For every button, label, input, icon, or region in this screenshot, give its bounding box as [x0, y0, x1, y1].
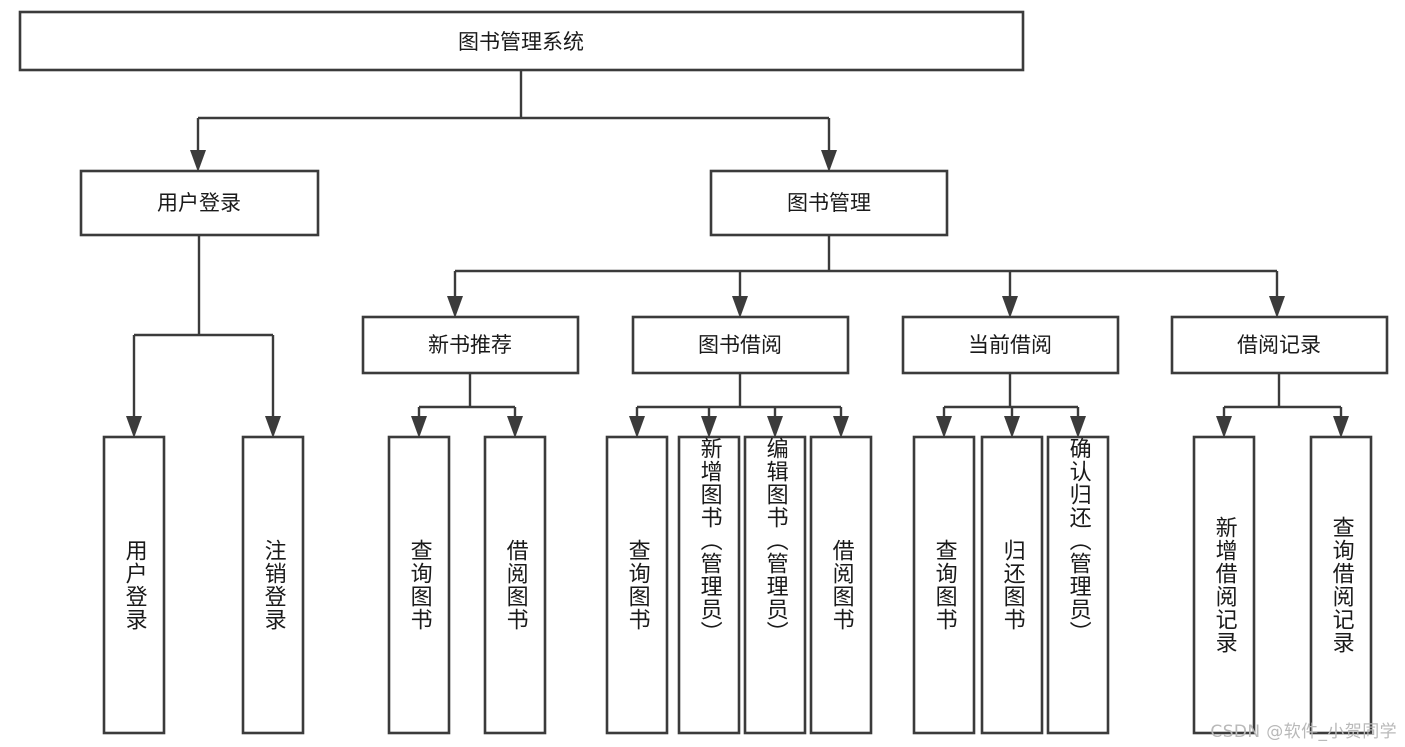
- leaf-new-book-2[interactable]: [483, 435, 547, 735]
- connector-book-borrow-to-leaves: [635, 373, 843, 418]
- node-book-borrow-label: 图书借阅: [698, 333, 782, 357]
- leaf-book-borrow-4[interactable]: [809, 435, 873, 735]
- leaf-borrow-record-2[interactable]: [1309, 435, 1373, 735]
- connector-current-borrow-to-leaves: [942, 373, 1080, 418]
- arrow-current-borrow-leaf-2: [1004, 416, 1020, 438]
- arrow-level2-new-book: [447, 296, 463, 318]
- leaf-current-borrow-1[interactable]: [912, 435, 976, 735]
- arrow-level2-book-borrow: [732, 296, 748, 318]
- node-new-book-label: 新书推荐: [428, 333, 512, 357]
- leaf-book-borrow-3[interactable]: [743, 435, 807, 735]
- leaf-borrow-record-1[interactable]: [1192, 435, 1256, 735]
- connector-book-management-to-level2: [453, 235, 1279, 298]
- connector-user-login-to-leaves: [132, 235, 275, 418]
- arrow-user-login-leaf-1: [126, 416, 142, 438]
- leaf-book-borrow-1[interactable]: [605, 435, 669, 735]
- node-current-borrow-label: 当前借阅: [968, 333, 1052, 357]
- arrow-level2-current-borrow: [1002, 296, 1018, 318]
- node-user-login-label: 用户登录: [157, 191, 241, 215]
- node-user-login[interactable]: [79, 169, 320, 237]
- node-root-label: 图书管理系统: [458, 30, 584, 54]
- arrow-root-to-user-login: [190, 150, 206, 172]
- arrow-current-borrow-leaf-1: [936, 416, 952, 438]
- leaf-new-book-1[interactable]: [387, 435, 451, 735]
- arrow-current-borrow-leaf-3: [1070, 416, 1086, 438]
- leaf-book-borrow-2[interactable]: [677, 435, 741, 735]
- leaf-user-login-1[interactable]: [102, 435, 166, 735]
- arrow-book-borrow-leaf-4: [833, 416, 849, 438]
- node-new-book[interactable]: [361, 315, 580, 375]
- node-current-borrow[interactable]: [901, 315, 1120, 375]
- leaf-current-borrow-3[interactable]: [1046, 435, 1110, 735]
- arrow-book-borrow-leaf-2: [701, 416, 717, 438]
- arrow-new-book-leaf-2: [507, 416, 523, 438]
- node-root[interactable]: [18, 10, 1025, 72]
- arrow-new-book-leaf-1: [411, 416, 427, 438]
- node-borrow-record-label: 借阅记录: [1237, 333, 1321, 357]
- arrow-root-to-book-management: [821, 150, 837, 172]
- arrow-borrow-record-leaf-2: [1333, 416, 1349, 438]
- arrow-book-borrow-leaf-3: [767, 416, 783, 438]
- leaf-current-borrow-2[interactable]: [980, 435, 1044, 735]
- node-book-management-label: 图书管理: [787, 191, 871, 215]
- arrow-borrow-record-leaf-1: [1216, 416, 1232, 438]
- arrow-level2-borrow-record: [1269, 296, 1285, 318]
- leaf-user-login-2[interactable]: [241, 435, 305, 735]
- arrow-book-borrow-leaf-1: [629, 416, 645, 438]
- connector-borrow-record-to-leaves: [1222, 373, 1343, 418]
- arrow-user-login-leaf-2: [265, 416, 281, 438]
- connector-new-book-to-leaves: [417, 373, 517, 418]
- connector-root-to-level1: [196, 70, 831, 152]
